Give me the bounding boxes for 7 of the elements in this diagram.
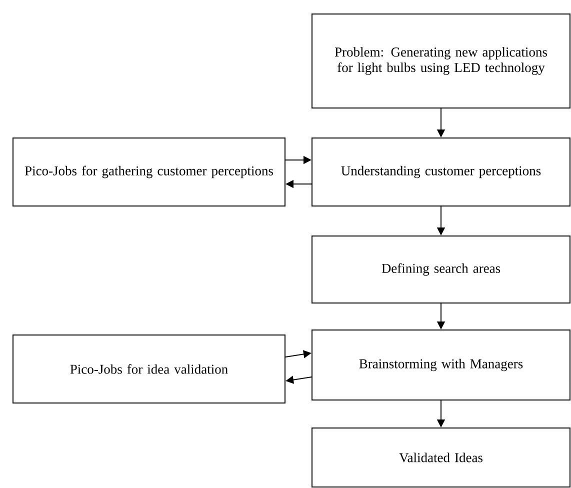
process-box: Brainstorming with Managers <box>312 330 570 400</box>
process-box: Defining search areas <box>312 236 570 304</box>
process-box: Pico-Jobs for gathering customer perceptions <box>12 138 286 206</box>
process-box: Problem: Generating new applications for light bulbs using LED technology <box>312 14 570 108</box>
process-box: Understanding customer perceptions <box>312 138 570 206</box>
process-box: Validated Ideas <box>312 428 570 488</box>
process-box: Pico-Jobs for idea validation <box>12 334 286 404</box>
